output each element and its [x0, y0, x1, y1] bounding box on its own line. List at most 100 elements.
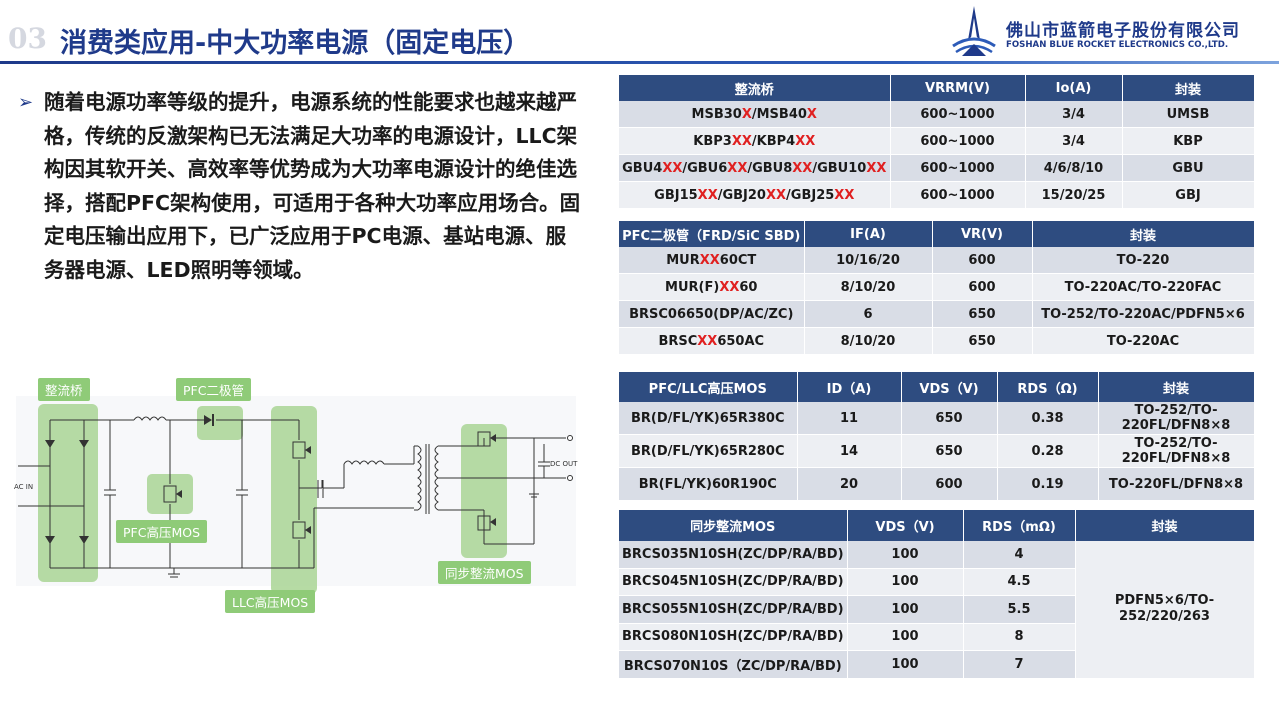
table-cell: 8 [963, 623, 1076, 651]
table-cell: 0.19 [997, 467, 1099, 501]
part-number-cell: BRSC06650(DP/AC/ZC) [619, 300, 805, 328]
col-header: 封装 [1075, 510, 1255, 541]
part-number-cell: BRCS055N10SH(ZC/DP/RA/BD) [619, 595, 848, 624]
col-header: RDS（Ω) [997, 372, 1099, 402]
variant-code: XX [697, 187, 718, 203]
part-number-cell: BR(D/FL/YK)65R380C [619, 402, 798, 435]
variant-code: XX [662, 160, 683, 176]
part-text: BRSC [658, 333, 698, 349]
table-cell: 0.38 [997, 402, 1099, 435]
circuit-schematic [16, 396, 576, 594]
table-cell: UMSB [1122, 101, 1255, 128]
bullet-arrow-icon: ➢ [18, 92, 34, 113]
table-cell: 650 [901, 434, 998, 468]
col-header: 封装 [1032, 221, 1255, 247]
part-number-cell: GBU4XX/GBU6XX/GBU8XX/GBU10XX [619, 154, 891, 182]
table-cell: TO-220AC/TO-220FAC [1032, 273, 1255, 301]
part-text: GBU4 [622, 160, 663, 176]
part-text: BRSC06650(DP/AC/ZC) [629, 306, 794, 322]
hv-mos-table: PFC/LLC高压MOS ID（A) VDS（V) RDS（Ω) 封装 BR(D… [619, 372, 1255, 501]
table-cell: 0.28 [997, 434, 1099, 468]
pfc-diode-label: PFC二极管 [176, 378, 251, 401]
table-cell: GBU [1122, 154, 1255, 182]
package-cell: PDFN5×6/TO-252/220/263 [1075, 541, 1255, 679]
table-cell: 11 [797, 402, 902, 435]
variant-code: XX [697, 333, 718, 349]
part-text: MSB30 [691, 106, 742, 122]
col-header: IF(A) [804, 221, 933, 247]
table-cell: TO-252/TO-220FL/DFN8×8 [1098, 434, 1255, 468]
part-number-cell: MURXX60CT [619, 247, 805, 274]
table-cell: 650 [932, 327, 1033, 355]
rocket-logo-icon [952, 6, 996, 56]
slide-header: 03 消费类应用-中大功率电源（固定电压） 佛山市蓝箭电子股份有限公司 FOSH… [0, 0, 1279, 74]
section-number: 03 [8, 22, 47, 55]
dc-out-label: DC OUT [550, 460, 578, 468]
part-text: 650AC [717, 333, 765, 349]
col-header: VDS（V) [847, 510, 964, 541]
part-number-cell: BRCS080N10SH(ZC/DP/RA/BD) [619, 623, 848, 651]
rectifier-label: 整流桥 [38, 378, 90, 401]
variant-code: XX [727, 160, 748, 176]
variant-code: XX [765, 187, 787, 203]
col-header: VRRM(V) [890, 75, 1026, 101]
table-cell: TO-252/TO-220AC/PDFN5×6 [1032, 300, 1255, 328]
table-cell: 600~1000 [890, 127, 1026, 155]
col-header: ID（A) [797, 372, 902, 402]
part-text: /GBU10 [812, 160, 867, 176]
part-text: /GBU8 [747, 160, 793, 176]
col-header: 封装 [1122, 75, 1255, 101]
col-header: VR(V) [932, 221, 1033, 247]
col-header: VDS（V) [901, 372, 998, 402]
sync-mos-label: 同步整流MOS [438, 561, 531, 584]
header-rule [0, 61, 1279, 64]
col-header: PFC/LLC高压MOS [619, 372, 798, 402]
table-cell: 8/10/20 [804, 273, 933, 301]
table-cell: 6 [804, 300, 933, 328]
part-number-cell: GBJ15XX/GBJ20XX/GBJ25XX [619, 181, 891, 209]
table-cell: 4.5 [963, 568, 1076, 596]
part-text: /MSB40 [751, 106, 807, 122]
variant-code: XX [792, 160, 813, 176]
part-number-cell: BR(D/FL/YK)65R280C [619, 434, 798, 468]
company-name-en: FOSHAN BLUE ROCKET ELECTRONICS CO.,LTD. [1006, 40, 1229, 50]
table-cell: 15/20/25 [1025, 181, 1123, 209]
part-text: GBJ15 [654, 187, 698, 203]
llc-mos-label: LLC高压MOS [225, 590, 316, 613]
variant-code: XX [834, 187, 855, 203]
col-header: PFC二极管（FRD/SiC SBD) [619, 221, 805, 247]
part-number-cell: BRCS035N10SH(ZC/DP/RA/BD) [619, 541, 848, 569]
col-header: RDS（mΩ) [963, 510, 1076, 541]
variant-code: XX [699, 252, 720, 268]
sync-mos-table: 同步整流MOS VDS（V) RDS（mΩ) 封装 BRCS035N10SH(Z… [619, 510, 1255, 679]
table-cell: KBP [1122, 127, 1255, 155]
table-cell: 600~1000 [890, 101, 1026, 128]
part-text: MUR [666, 252, 700, 268]
table-cell: 20 [797, 467, 902, 501]
part-text: /GBJ20 [717, 187, 766, 203]
part-text: /KBP4 [751, 133, 796, 149]
part-text: KBP3 [693, 133, 732, 149]
company-name-cn: 佛山市蓝箭电子股份有限公司 [1006, 21, 1240, 41]
col-header: 整流桥 [619, 75, 891, 101]
table-cell: 100 [847, 650, 964, 679]
table-cell: 100 [847, 595, 964, 624]
col-header: Io(A) [1025, 75, 1123, 101]
pfc-mos-label: PFC高压MOS [116, 520, 208, 543]
table-cell: 5.5 [963, 595, 1076, 624]
part-text: MUR(F) [665, 279, 720, 295]
table-cell: TO-220 [1032, 247, 1255, 274]
col-header: 同步整流MOS [619, 510, 848, 541]
table-cell: 4/6/8/10 [1025, 154, 1123, 182]
table-cell: 3/4 [1025, 101, 1123, 128]
